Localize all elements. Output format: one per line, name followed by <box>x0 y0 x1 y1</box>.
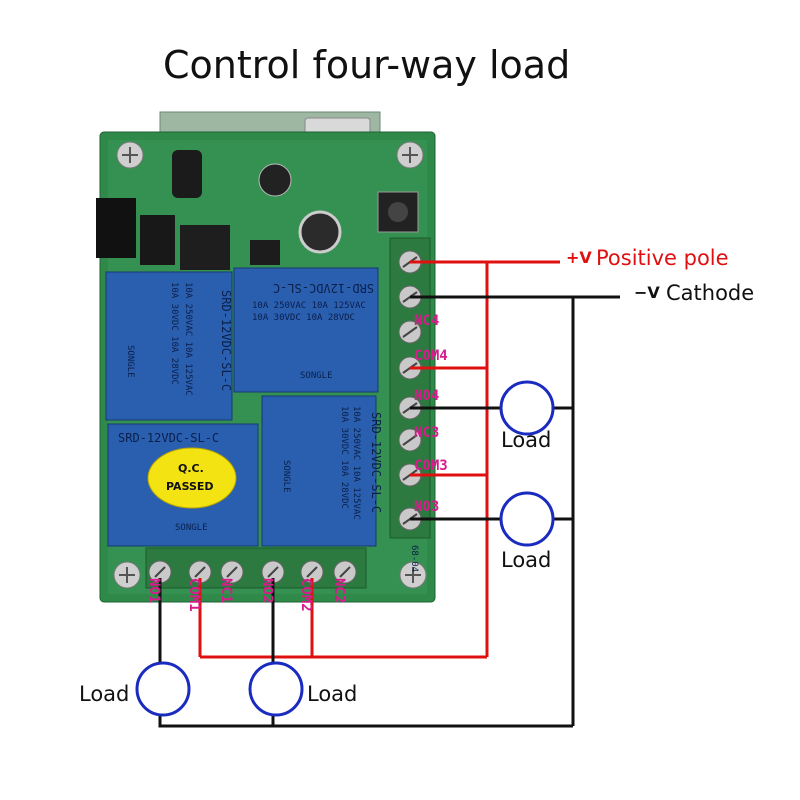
relay-k3: SRD-12VDC-SL-C SONGLE Q.C. PASSED <box>107 423 259 547</box>
pin-label-no3: NO3 <box>414 499 439 515</box>
bottom-pin-labels: NO1 COM1 NC1 NO2 COM2 NC2 <box>146 578 347 612</box>
load-no3: Load <box>499 491 555 572</box>
board-code: 68-04 <box>409 545 419 572</box>
svg-text:−V: −V <box>634 283 660 302</box>
push-button-cap <box>388 202 408 222</box>
svg-text:SONGLE: SONGLE <box>125 345 135 378</box>
pin-label-no4: NO4 <box>414 388 439 404</box>
right-terminal-screw <box>398 428 422 452</box>
load-no1: Load <box>79 661 191 717</box>
pin-label-nc4: NC4 <box>414 313 439 329</box>
right-terminal-screw <box>398 320 422 344</box>
svg-text:+V: +V <box>566 248 592 267</box>
svg-text:10A 30VDC 10A 28VDC: 10A 30VDC 10A 28VDC <box>169 282 179 385</box>
capacitor-large <box>298 210 342 254</box>
negative-wiring <box>158 295 620 728</box>
smd-chip <box>250 240 280 265</box>
pin-label-com2: COM2 <box>298 578 314 612</box>
pin-label-no2: NO2 <box>259 578 275 603</box>
svg-text:Q.C.: Q.C. <box>178 462 204 475</box>
svg-text:10A 250VAC 10A 125VAC: 10A 250VAC 10A 125VAC <box>252 301 366 311</box>
svg-text:SONGLE: SONGLE <box>281 460 291 493</box>
relay-board: SRD-12VDC-SL-C 10A 250VAC 10A 125VAC 10A… <box>96 111 436 603</box>
svg-text:Load: Load <box>79 682 129 706</box>
pin-label-com3: COM3 <box>414 458 448 474</box>
capacitor-small <box>258 163 292 197</box>
svg-text:Positive pole: Positive pole <box>596 246 729 270</box>
pin-label-com1: COM1 <box>186 578 202 612</box>
svg-text:Load: Load <box>501 428 551 452</box>
cathode-label: −V Cathode <box>634 281 754 305</box>
relay-k2: SRD-12VDC-SL-C 10A 250VAC 10A 125VAC 10A… <box>233 267 379 393</box>
load-no4: Load <box>499 380 555 452</box>
svg-text:10A 250VAC 10A 125VAC: 10A 250VAC 10A 125VAC <box>351 406 361 520</box>
svg-text:SRD-12VDC-SL-C: SRD-12VDC-SL-C <box>273 281 374 295</box>
inductor <box>172 150 202 198</box>
relay-k4: SRD-12VDC-SL-C 10A 250VAC 10A 125VAC 10A… <box>261 395 383 547</box>
qc-passed-sticker <box>147 447 237 509</box>
positive-pole-label: +V Positive pole <box>566 246 729 270</box>
bottom-terminal-screw <box>220 560 244 584</box>
screw-top-right <box>396 141 424 169</box>
svg-text:10A 30VDC 10A 28VDC: 10A 30VDC 10A 28VDC <box>252 313 355 323</box>
positive-wiring <box>198 260 560 659</box>
pin-label-no1: NO1 <box>146 578 162 603</box>
diagram-title: Control four-way load <box>163 43 570 87</box>
load-no2: Load <box>248 661 357 717</box>
svg-text:PASSED: PASSED <box>166 480 214 493</box>
ic-chip-2 <box>180 225 230 270</box>
svg-text:SONGLE: SONGLE <box>300 371 333 381</box>
pin-label-nc1: NC1 <box>218 578 234 603</box>
svg-text:Load: Load <box>307 682 357 706</box>
jumper-pins <box>96 198 136 258</box>
pin-label-com4: COM4 <box>414 348 448 364</box>
svg-text:Load: Load <box>501 548 551 572</box>
svg-text:SRD-12VDC-SL-C: SRD-12VDC-SL-C <box>118 431 219 445</box>
svg-text:SRD-12VDC-SL-C: SRD-12VDC-SL-C <box>369 412 383 513</box>
svg-text:Cathode: Cathode <box>666 281 754 305</box>
pin-label-nc3: NC3 <box>414 425 439 441</box>
pin-label-nc2: NC2 <box>331 578 347 603</box>
screw-top-left <box>116 141 144 169</box>
screw-bottom-left <box>113 561 141 589</box>
ic-chip-1 <box>140 215 175 265</box>
bottom-terminal-screw <box>333 560 357 584</box>
svg-text:SONGLE: SONGLE <box>175 523 208 533</box>
svg-text:10A 30VDC 10A 28VDC: 10A 30VDC 10A 28VDC <box>339 406 349 509</box>
relay-k1: SRD-12VDC-SL-C 10A 250VAC 10A 125VAC 10A… <box>105 271 233 421</box>
screw-bottom-right <box>399 561 427 589</box>
bottom-terminal-block <box>145 547 367 589</box>
svg-text:SRD-12VDC-SL-C: SRD-12VDC-SL-C <box>219 290 233 391</box>
svg-text:10A 250VAC 10A 125VAC: 10A 250VAC 10A 125VAC <box>183 282 193 396</box>
